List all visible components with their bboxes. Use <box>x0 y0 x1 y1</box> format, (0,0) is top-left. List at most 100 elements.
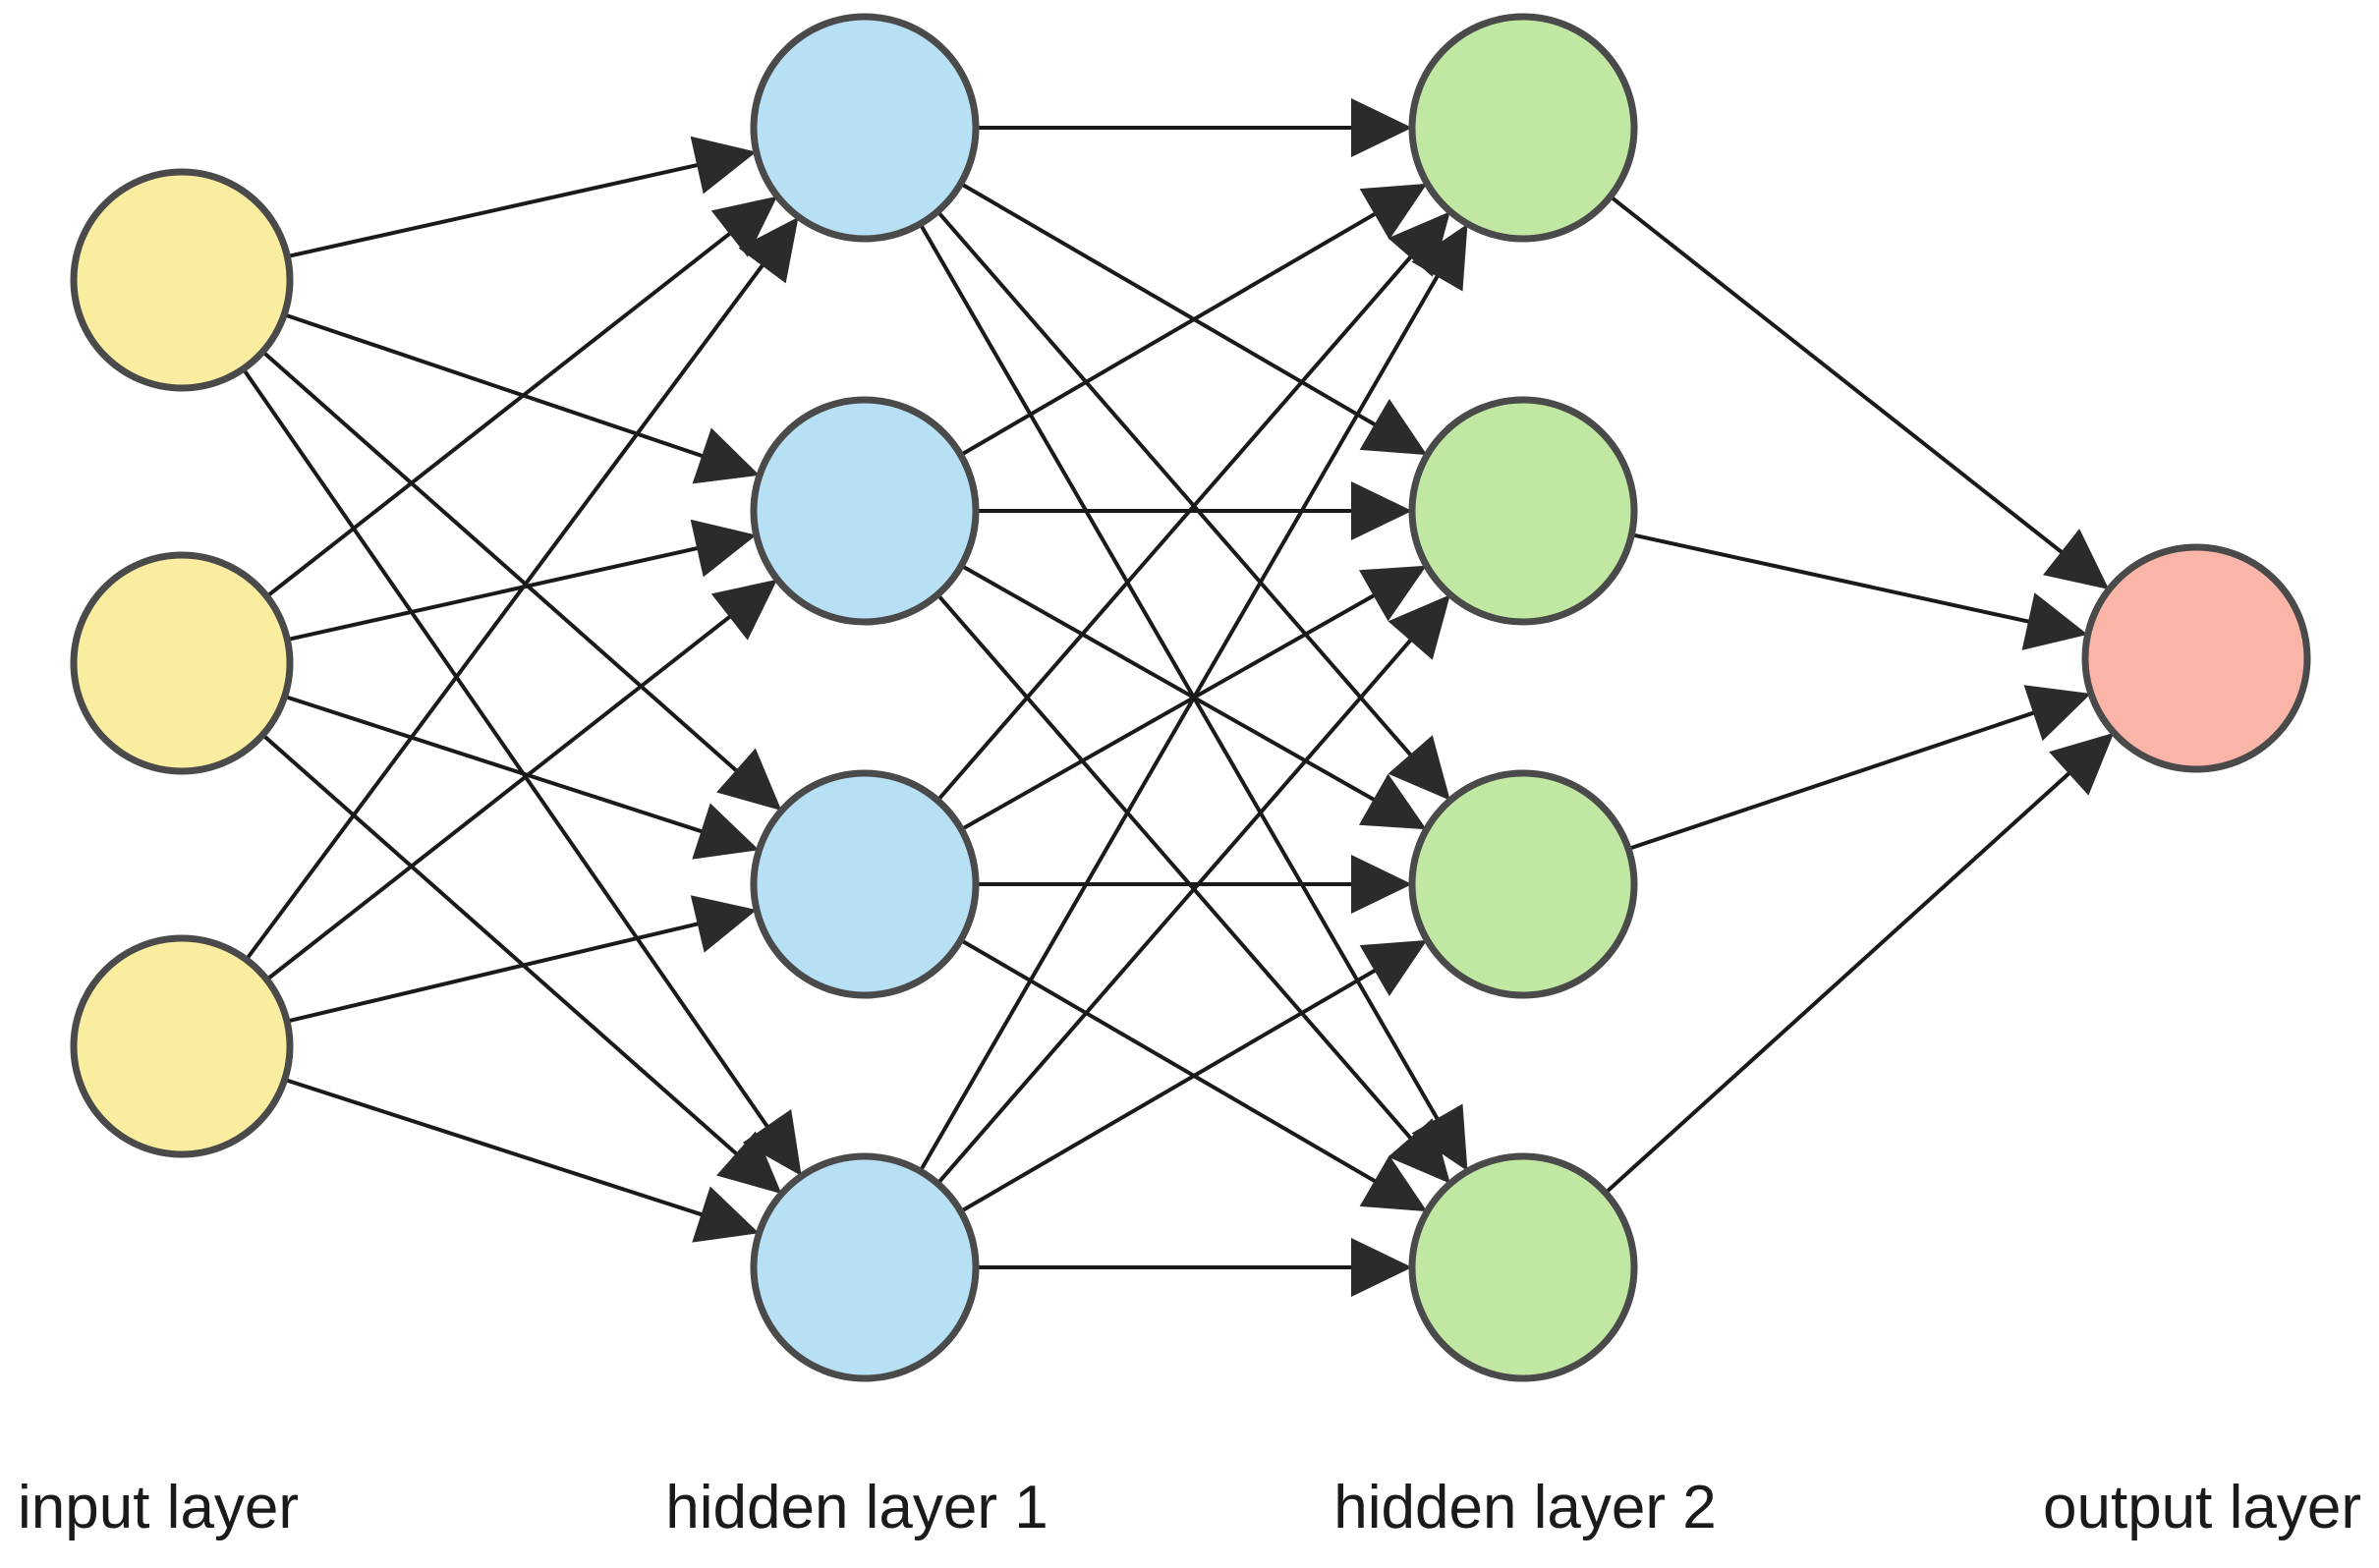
edge-line <box>960 590 1380 831</box>
connection-edge <box>245 216 799 961</box>
edge-arrowhead-icon <box>1359 183 1428 240</box>
edge-arrowhead-icon <box>1358 773 1427 830</box>
edge-line <box>284 694 708 835</box>
connection-edge <box>265 196 778 598</box>
neuron-node-hidden2-2[interactable] <box>1408 396 1638 626</box>
edge-arrowhead-icon <box>690 895 758 953</box>
edge-line <box>959 938 1381 1186</box>
edge-arrowhead-icon <box>716 1131 782 1195</box>
edge-line <box>261 733 742 1159</box>
edge-arrowhead-icon <box>710 196 778 257</box>
edge-line <box>245 259 767 961</box>
connection-edge <box>976 481 1412 540</box>
connection-edge <box>935 594 1450 1186</box>
connection-edge <box>918 222 1468 1172</box>
connection-edge <box>918 223 1468 1173</box>
connection-edge <box>960 565 1427 831</box>
connection-edge <box>976 1238 1412 1297</box>
edge-arrowhead-icon <box>2042 529 2110 590</box>
edge-line <box>935 209 1416 760</box>
edge-arrowhead-icon <box>1351 855 1412 914</box>
edge-arrowhead-icon <box>1388 594 1450 660</box>
edge-arrowhead-icon <box>1359 399 1428 456</box>
connection-edge <box>284 1077 760 1243</box>
layer-label-hidden1: hidden layer 1 <box>665 1474 1048 1541</box>
connection-edge <box>935 592 1450 1184</box>
connection-edge <box>959 182 1428 456</box>
neuron-node-hidden2-3[interactable] <box>1408 769 1638 999</box>
edge-arrowhead-icon <box>710 579 778 641</box>
edge-line <box>959 182 1381 429</box>
neuron-node-hidden1-4[interactable] <box>750 1152 980 1382</box>
edge-line <box>283 312 708 460</box>
edge-arrowhead-icon <box>1411 223 1468 292</box>
edge-line <box>284 1077 708 1218</box>
connection-edge <box>960 564 1427 830</box>
edge-arrowhead-icon <box>692 803 760 860</box>
neuron-node-hidden2-4[interactable] <box>1408 1152 1638 1382</box>
edge-line <box>1627 708 2040 851</box>
edge-arrowhead-icon <box>692 1186 760 1243</box>
layer-label-input: input layer <box>18 1474 300 1541</box>
connection-edge <box>261 733 782 1195</box>
edge-line <box>286 161 704 259</box>
edge-arrowhead-icon <box>1351 1238 1412 1297</box>
edge-line <box>918 270 1443 1173</box>
connection-edge <box>1627 685 2091 851</box>
edge-arrowhead-icon <box>1359 1155 1428 1212</box>
layer-label-hidden2: hidden layer 2 <box>1333 1474 1717 1541</box>
edge-arrowhead-icon <box>738 216 799 284</box>
edge-arrowhead-icon <box>2023 685 2091 742</box>
layer-label-output: output layer <box>2043 1474 2361 1541</box>
edge-arrowhead-icon <box>1351 98 1412 157</box>
connection-edge <box>265 579 778 981</box>
edge-line <box>1604 767 2075 1195</box>
connection-edge <box>1630 532 2088 650</box>
connection-edge <box>283 312 760 484</box>
edge-arrowhead-icon <box>1411 1103 1468 1172</box>
edge-line <box>286 544 704 643</box>
edge-arrowhead-icon <box>2049 732 2115 796</box>
edge-line <box>265 228 736 598</box>
edge-arrowhead-icon <box>1359 939 1428 996</box>
connection-edge <box>935 209 1450 801</box>
neuron-node-input-2[interactable] <box>70 551 294 775</box>
edge-line <box>935 252 1416 803</box>
edge-arrowhead-icon <box>690 136 757 195</box>
edge-line <box>960 564 1380 805</box>
neuron-node-input-1[interactable] <box>70 168 294 392</box>
connection-edge <box>286 136 757 259</box>
connection-edge <box>241 367 802 1177</box>
connection-edge <box>286 895 758 1024</box>
edge-line <box>286 921 705 1024</box>
neuron-node-hidden2-1[interactable] <box>1408 13 1638 243</box>
edge-arrowhead-icon <box>690 519 757 578</box>
edge-line <box>241 367 772 1133</box>
nodes-group <box>70 13 2311 1382</box>
edge-line <box>935 592 1416 1144</box>
edge-line <box>265 611 736 981</box>
neuron-node-hidden1-3[interactable] <box>750 769 980 999</box>
edge-arrowhead-icon <box>1358 565 1427 622</box>
edge-arrowhead-icon <box>742 1109 802 1177</box>
neuron-node-output-1[interactable] <box>2081 543 2311 773</box>
edge-line <box>1609 195 2067 557</box>
connection-edge <box>286 519 757 643</box>
edge-line <box>959 209 1381 457</box>
edge-line <box>261 350 742 776</box>
edge-arrowhead-icon <box>2021 592 2088 650</box>
neuron-node-input-3[interactable] <box>70 934 294 1158</box>
edge-line <box>959 966 1381 1213</box>
edge-arrowhead-icon <box>1388 1118 1450 1184</box>
connection-edge <box>959 939 1428 1213</box>
connection-edge <box>1609 195 2110 590</box>
edge-arrowhead-icon <box>716 748 782 812</box>
neuron-node-hidden1-2[interactable] <box>750 396 980 626</box>
edge-line <box>935 635 1416 1186</box>
connection-edge <box>1604 732 2115 1195</box>
edge-arrowhead-icon <box>1388 735 1450 801</box>
edges-group <box>241 98 2115 1297</box>
edge-line <box>918 222 1443 1125</box>
neuron-node-hidden1-1[interactable] <box>750 13 980 243</box>
